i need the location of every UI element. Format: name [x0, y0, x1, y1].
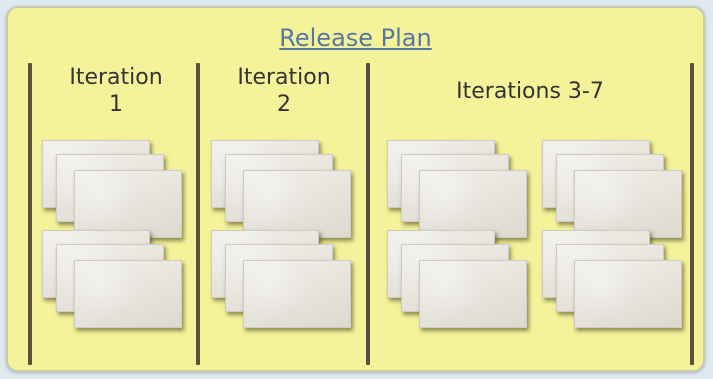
column-header-text: Iteration 2	[237, 65, 331, 117]
column-divider	[366, 63, 370, 365]
column-header-iteration-2: Iteration 2	[206, 64, 362, 118]
release-plan-title[interactable]: Release Plan	[279, 24, 432, 52]
story-card	[574, 170, 682, 238]
column-divider	[196, 63, 200, 365]
story-card	[419, 170, 527, 238]
release-plan-panel: Release Plan Iteration 1 Iteration 2 Ite…	[6, 6, 705, 372]
story-card	[243, 170, 351, 238]
column-header-text: Iteration 1	[69, 65, 163, 117]
column-divider	[28, 63, 32, 365]
story-card	[574, 260, 682, 328]
story-card	[419, 260, 527, 328]
column-header-iterations-3-7: Iterations 3-7	[374, 78, 686, 105]
column-header-text: Iterations 3-7	[456, 79, 604, 104]
story-card	[243, 260, 351, 328]
story-card	[74, 260, 182, 328]
story-card	[74, 170, 182, 238]
column-header-iteration-1: Iteration 1	[38, 64, 194, 118]
column-divider	[690, 63, 694, 365]
